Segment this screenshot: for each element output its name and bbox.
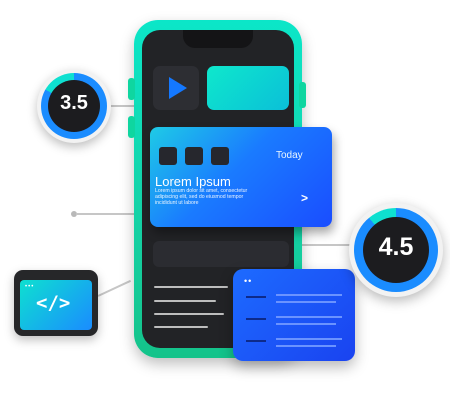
lorem-card[interactable]: [150, 127, 332, 227]
phone-line: [154, 286, 228, 288]
window-line: [276, 316, 342, 318]
connector-line: [302, 244, 352, 246]
window-line: [246, 318, 266, 320]
code-icon: </>: [36, 292, 71, 314]
window-line: [276, 323, 336, 325]
rating-value: 4.5: [378, 233, 414, 261]
card-square: [185, 147, 203, 165]
window-line: [276, 301, 336, 303]
phone-side-button: [128, 116, 135, 138]
phone-side-button: [128, 78, 135, 100]
card-body-text: Lorem ipsum dolor sit amet, consectetur …: [155, 188, 248, 207]
phone-line: [154, 300, 216, 302]
window-dots-icon: ••: [244, 276, 253, 286]
window-line: [246, 340, 266, 342]
connector-line: [76, 213, 134, 215]
play-icon[interactable]: [169, 77, 187, 99]
connector-dot: [71, 211, 77, 217]
today-label: Today: [276, 150, 303, 161]
card-square: [211, 147, 229, 165]
card-title: Lorem Ipsum: [155, 174, 231, 189]
media-tile[interactable]: [207, 66, 289, 110]
card-square: [159, 147, 177, 165]
rating-badge-inner: [363, 217, 429, 283]
window-dots-icon: •••: [25, 284, 35, 290]
window-line: [246, 296, 266, 298]
window-line: [276, 345, 336, 347]
rating-value: 3.5: [60, 92, 88, 114]
window-line: [276, 294, 342, 296]
connector-line: [97, 279, 132, 297]
code-card-screen: [20, 280, 92, 330]
phone-side-button: [299, 82, 306, 108]
chevron-right-icon[interactable]: >: [301, 191, 309, 205]
phone-line: [154, 326, 208, 328]
window-line: [276, 338, 342, 340]
rating-badge-inner: [48, 80, 100, 132]
connector-line: [108, 105, 136, 107]
placeholder-bar: [153, 241, 289, 267]
phone-line: [154, 313, 224, 315]
phone-notch: [183, 30, 253, 48]
